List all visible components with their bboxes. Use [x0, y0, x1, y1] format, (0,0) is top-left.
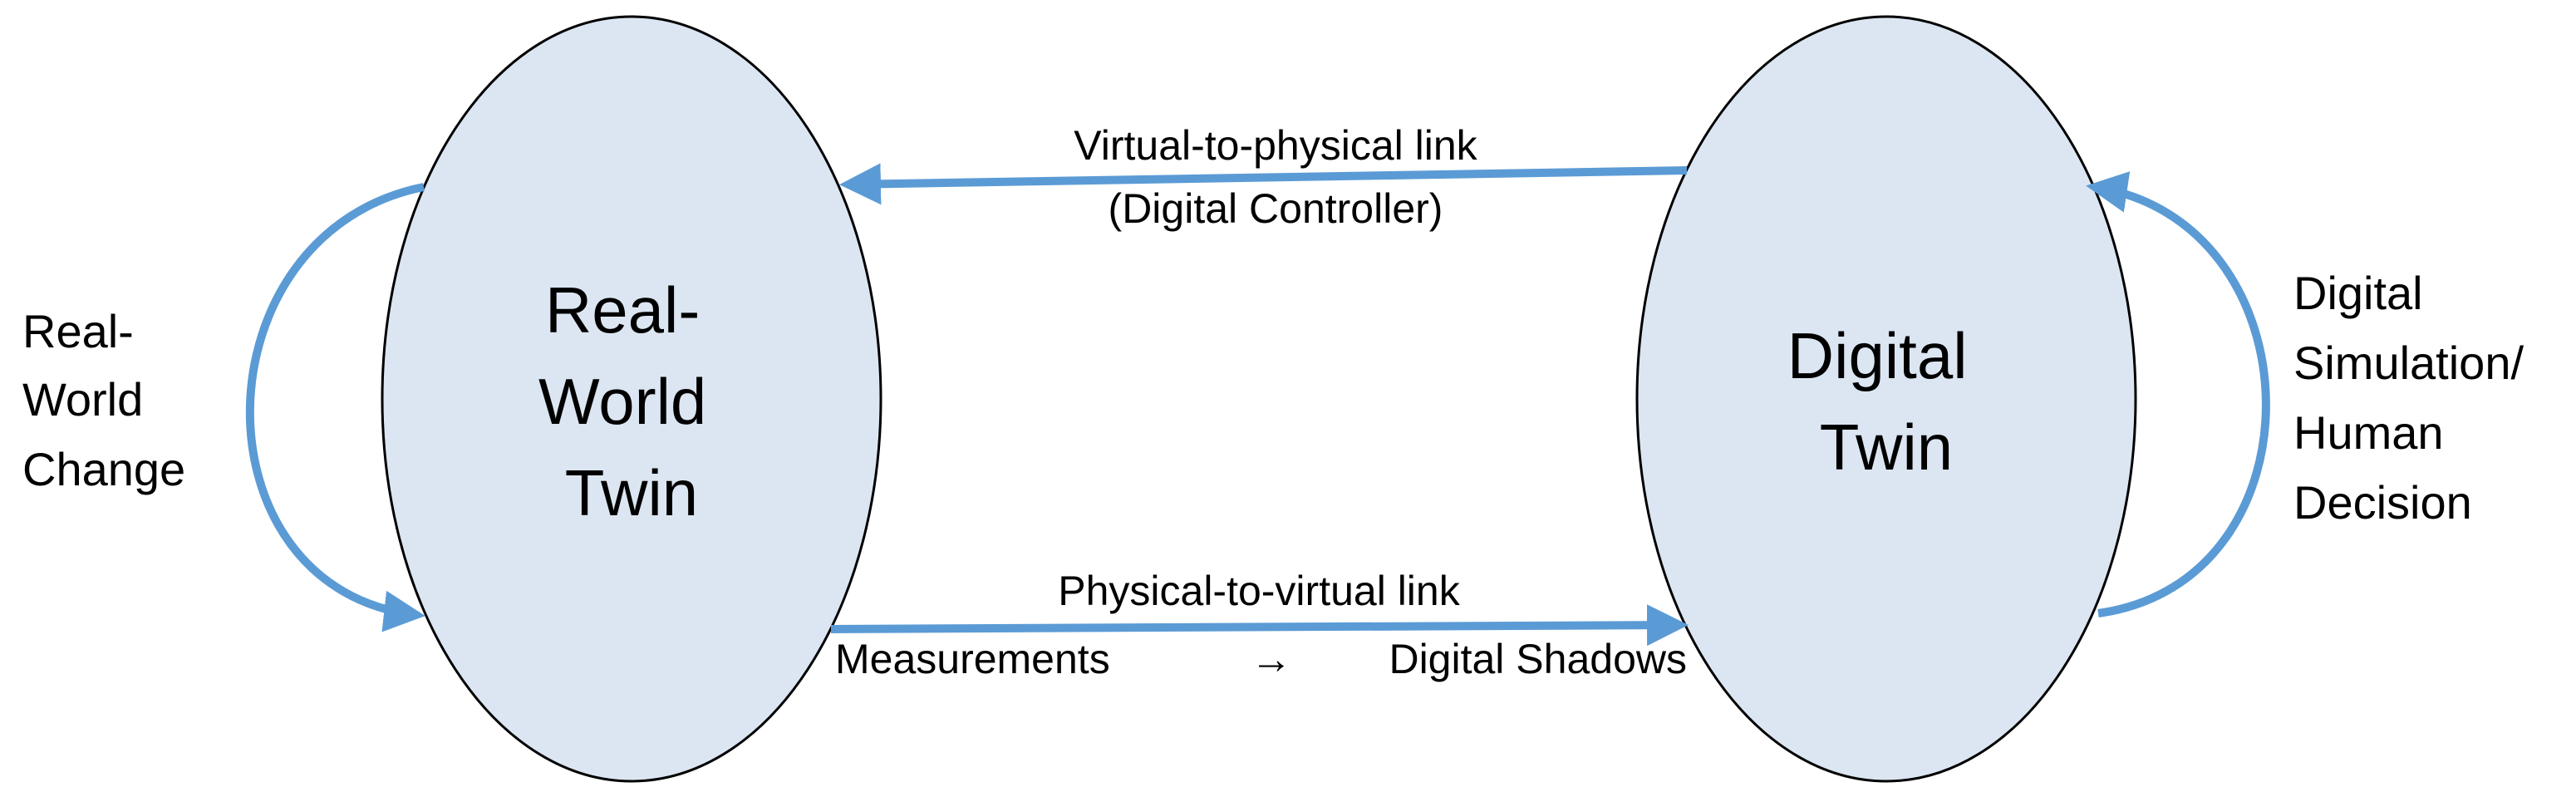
real-world-change-line-1: Real-	[22, 305, 134, 357]
virtual-to-physical-arrow	[839, 163, 1688, 205]
virtual-to-physical-link: Virtual-to-physical link (Digital Contro…	[839, 122, 1688, 232]
digital-simulation-loop: Digital Simulation/ Human Decision	[2086, 171, 2537, 617]
physical-to-virtual-arrow	[830, 604, 1689, 647]
digital-shadows-label: Digital Shadows	[1389, 636, 1687, 682]
digital-controller-label: (Digital Controller)	[1109, 185, 1443, 232]
real-world-change-line-3: Change	[22, 443, 185, 495]
real-world-twin-label-line-3: Twin	[565, 456, 698, 529]
digital-simulation-line-2: Simulation/	[2293, 337, 2524, 389]
virtual-to-physical-label: Virtual-to-physical link	[1074, 122, 1477, 169]
real-world-twin-label-line-1: Real-	[545, 273, 700, 347]
real-world-twin-ellipse	[381, 15, 882, 783]
digital-simulation-line-4: Decision	[2293, 476, 2472, 529]
arrow-glyph: →	[1251, 636, 1292, 682]
digital-twin-label: Digital Twin	[1787, 319, 1985, 484]
digital-twin-label-line-1: Digital	[1787, 319, 1968, 392]
digital-simulation-label: Digital Simulation/ Human Decision	[2293, 267, 2537, 529]
real-world-twin-label: Real- World Twin	[538, 273, 725, 529]
measurements-label: Measurements	[835, 636, 1110, 682]
digital-twin-label-line-2: Twin	[1820, 411, 1953, 484]
digital-twin-node: Digital Twin	[1635, 15, 2137, 783]
real-world-change-label: Real- World Change	[22, 305, 185, 495]
real-world-change-loop: Real- World Change	[22, 183, 425, 632]
real-world-twin-label-line-2: World	[538, 365, 706, 438]
real-world-twin-node: Real- World Twin	[381, 15, 882, 783]
digital-simulation-line-1: Digital	[2293, 267, 2423, 319]
digital-simulation-arrow	[2086, 171, 2270, 617]
digital-twin-ellipse	[1635, 15, 2137, 783]
digital-simulation-line-3: Human	[2293, 406, 2444, 459]
real-world-change-arrow	[245, 183, 425, 632]
physical-to-virtual-link: Physical-to-virtual link Measurements → …	[830, 568, 1689, 682]
physical-to-virtual-label: Physical-to-virtual link	[1058, 568, 1460, 614]
real-world-change-line-2: World	[22, 373, 143, 426]
